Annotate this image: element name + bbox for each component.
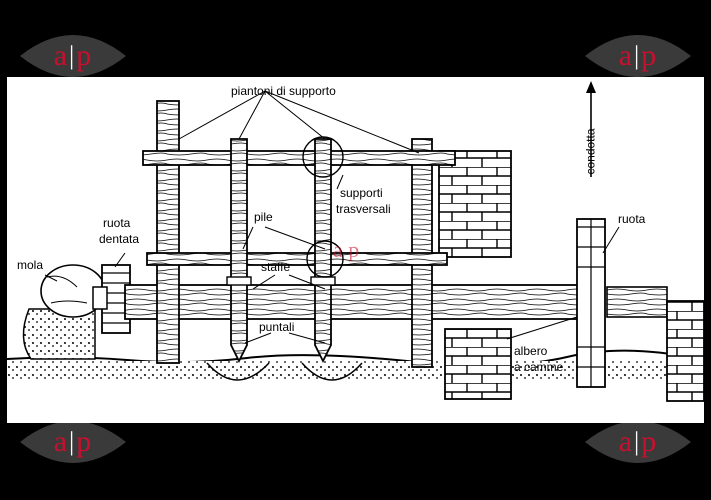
- label-condotta: condotta: [583, 128, 598, 175]
- watermark-letter-p: p: [348, 237, 360, 262]
- afp-logo: a|p: [583, 408, 693, 476]
- label-condotta-wrapper: condotta: [584, 115, 608, 185]
- label-a-camme: a camme: [514, 360, 564, 374]
- leader-lines: [44, 90, 620, 344]
- afp-logo: a|p: [583, 22, 693, 90]
- label-albero: albero: [514, 344, 548, 358]
- afp-logo: a|p: [18, 22, 128, 90]
- watermark-logo: a p: [333, 237, 359, 263]
- logo-separator: |: [634, 427, 641, 456]
- flow-arrow: [586, 81, 596, 177]
- label-staffe: staffe: [261, 260, 291, 274]
- label-ruota-dentata-line2: dentata: [99, 232, 140, 246]
- label-ruota-dentata-line1: ruota: [103, 216, 131, 230]
- stampers: [226, 138, 336, 364]
- logo-letter-a: a: [618, 39, 634, 72]
- stone-wall: [438, 150, 704, 402]
- label-piantoni-di-supporto: piantoni di supporto: [231, 84, 336, 98]
- logo-separator: |: [69, 41, 76, 70]
- logo-letter-a: a: [618, 425, 634, 458]
- label-puntali: puntali: [259, 320, 295, 334]
- crossbeams: [142, 150, 456, 266]
- water-wheel: [576, 218, 606, 388]
- afp-logo: a|p: [18, 408, 128, 476]
- mill-diagram: piantoni di supporto condotta supporti t…: [7, 77, 704, 423]
- label-pile: pile: [254, 210, 273, 224]
- logo-letter-p: p: [76, 425, 93, 458]
- watermark-letter-a: a: [333, 237, 343, 262]
- ground: [7, 349, 704, 423]
- label-trasversali: trasversali: [336, 202, 391, 216]
- label-mola: mola: [17, 258, 44, 272]
- logo-letter-p: p: [641, 39, 658, 72]
- grindstone: [22, 264, 106, 360]
- support-posts: [156, 100, 433, 368]
- label-ruota: ruota: [618, 212, 646, 226]
- logo-letter-a: a: [53, 39, 69, 72]
- mill-drawing: [7, 81, 704, 423]
- logo-separator: |: [69, 427, 76, 456]
- logo-letter-a: a: [53, 425, 69, 458]
- logo-letter-p: p: [76, 39, 93, 72]
- logo-separator: |: [634, 41, 641, 70]
- label-supporti: supporti: [340, 186, 383, 200]
- logo-letter-p: p: [641, 425, 658, 458]
